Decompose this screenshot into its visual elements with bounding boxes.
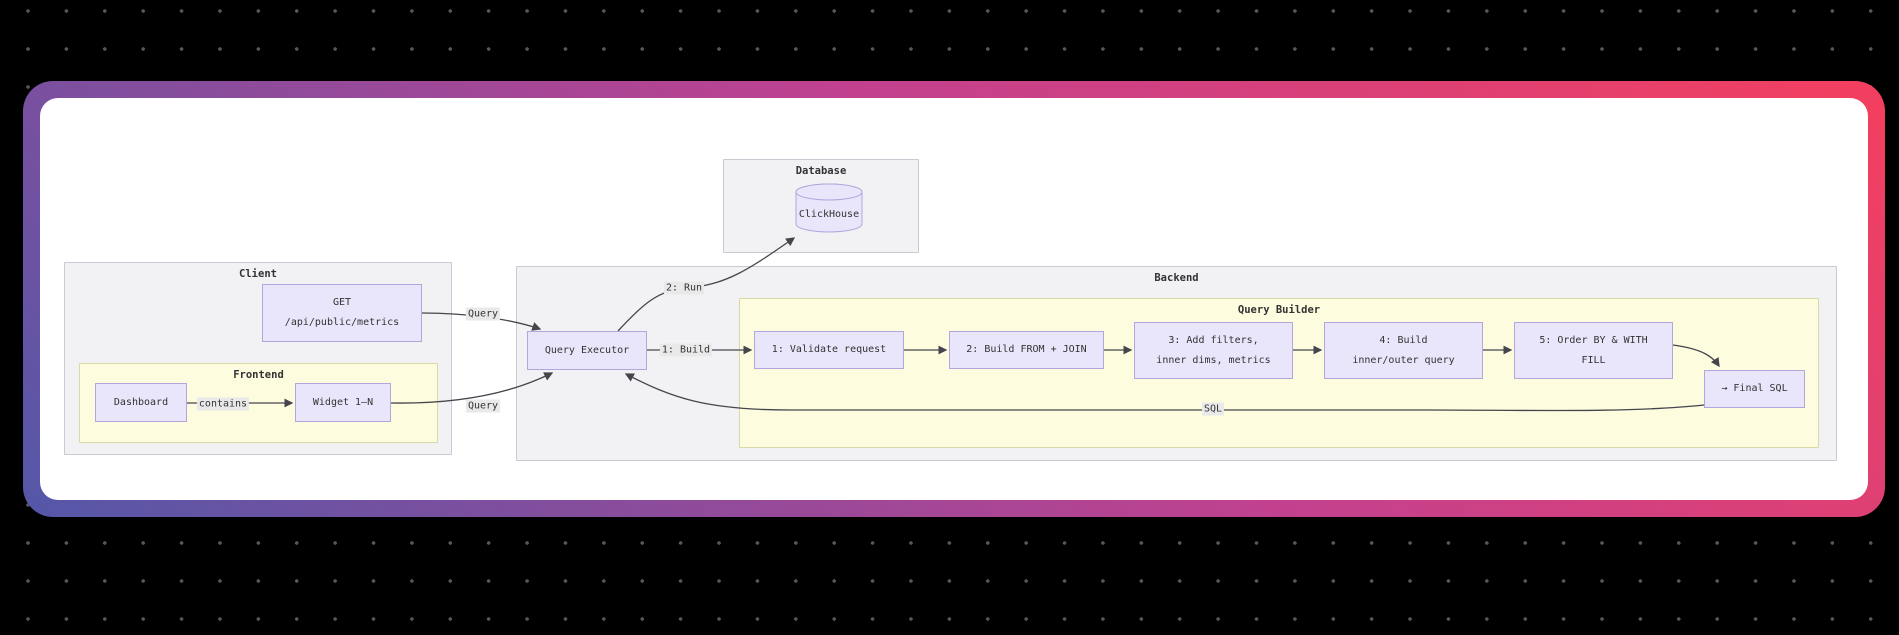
node-label: 2: Build FROM + JOIN bbox=[966, 344, 1087, 355]
node-get-endpoint: GET/api/public/metrics bbox=[262, 284, 422, 342]
cluster-title-frontend: Frontend bbox=[233, 369, 284, 381]
cluster-title-query-builder: Query Builder bbox=[1237, 304, 1321, 316]
node-build-from-join: 2: Build FROM + JOIN bbox=[949, 331, 1104, 369]
node-clickhouse: ClickHouse bbox=[795, 183, 863, 233]
node-label: FILL bbox=[1581, 354, 1606, 366]
node-label: inner/outer query bbox=[1352, 354, 1455, 366]
node-final-sql: → Final SQL bbox=[1704, 370, 1805, 408]
node-label: → Final SQL bbox=[1721, 383, 1788, 394]
cluster-title-client: Client bbox=[239, 268, 277, 280]
node-build-inner-outer: 4: Build inner/outer query bbox=[1324, 322, 1483, 379]
node-add-filters: 3: Add filters, inner dims, metrics bbox=[1134, 322, 1293, 379]
node-label: 1: Validate request bbox=[771, 344, 887, 355]
node-validate-request: 1: Validate request bbox=[754, 331, 904, 369]
edge-label-query-bottom: Query bbox=[465, 399, 501, 413]
node-label: ClickHouse bbox=[798, 208, 860, 220]
edge-label-run: 2: Run bbox=[663, 281, 705, 295]
node-label: 5: Order BY & WITH bbox=[1539, 334, 1648, 346]
cylinder-shape bbox=[795, 183, 863, 233]
cluster-title-database: Database bbox=[795, 165, 847, 177]
node-query-executor: Query Executor bbox=[527, 331, 647, 370]
node-order-by-fill: 5: Order BY & WITH FILL bbox=[1514, 322, 1673, 379]
node-label: Query Executor bbox=[544, 344, 630, 356]
cluster-title-backend: Backend bbox=[1154, 272, 1199, 284]
node-label: inner dims, metrics bbox=[1156, 354, 1271, 366]
edge-label-contains: contains bbox=[196, 397, 250, 411]
node-widget: Widget 1–N bbox=[295, 383, 391, 422]
node-label: /api/public/metrics bbox=[284, 317, 400, 328]
node-label: 3: Add filters, bbox=[1168, 334, 1259, 346]
node-label: GET bbox=[332, 297, 352, 308]
cluster-database: Database bbox=[723, 159, 919, 253]
node-label: Dashboard bbox=[113, 396, 169, 408]
edge-label-build: 1: Build bbox=[659, 343, 713, 357]
edge-label-sql: SQL bbox=[1201, 402, 1225, 416]
node-dashboard: Dashboard bbox=[95, 383, 187, 422]
edge-label-query-top: Query bbox=[465, 307, 501, 321]
node-label: 4: Build bbox=[1379, 334, 1428, 346]
node-label: Widget 1–N bbox=[312, 396, 374, 408]
